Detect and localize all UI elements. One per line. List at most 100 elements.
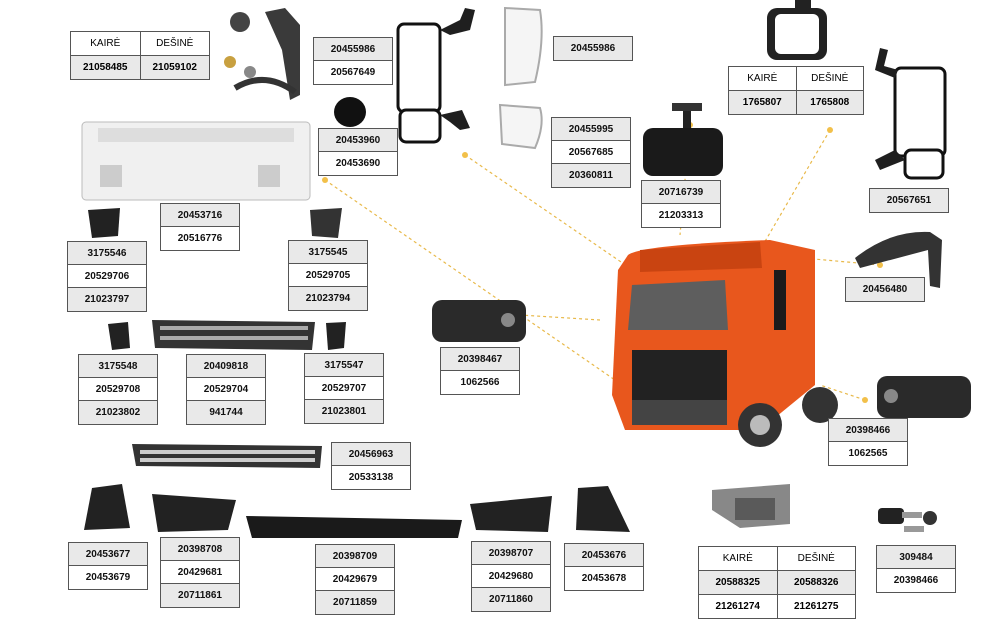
part-number: 20398709 — [316, 545, 394, 568]
part-number: 1765807 — [729, 91, 797, 114]
part-number: 21023802 — [79, 401, 157, 424]
lower-grille-icon — [132, 444, 322, 468]
label-box-p7: 20456480 — [845, 277, 925, 302]
part-number: 20398467 — [441, 348, 519, 371]
part-number: 3175545 — [289, 241, 367, 264]
truck-icon — [612, 240, 838, 447]
bumper-center-icon — [246, 516, 462, 538]
part-number: 20588326 — [794, 577, 839, 588]
header-left: KAIRĖ — [699, 547, 778, 570]
header-right: DEŠINĖ — [811, 73, 849, 84]
corner-cover-right-icon — [310, 208, 342, 238]
part-number: 20567685 — [552, 141, 630, 164]
door-lock-icon — [712, 484, 790, 528]
part-number: 20455986 — [554, 37, 632, 60]
part-number: 20453678 — [565, 567, 643, 590]
bumper-corner-right-icon — [576, 486, 630, 532]
part-number: 20456963 — [332, 443, 410, 466]
part-number: 21261274 — [699, 595, 778, 618]
door-handle-right-icon — [877, 376, 971, 418]
part-number: 941744 — [187, 401, 265, 424]
header-left: KAIRĖ — [729, 67, 797, 90]
corner-cover-left-icon — [88, 208, 120, 238]
part-number: 20453716 — [161, 204, 239, 227]
front-frame-icon — [81, 121, 311, 201]
part-number: 20453960 — [319, 129, 397, 152]
part-number: 20567649 — [314, 61, 392, 84]
part-number: 20529706 — [68, 265, 146, 288]
part-number: 20398466 — [877, 569, 955, 592]
bumper-end-left-icon — [152, 494, 236, 532]
lock-keys-icon — [878, 508, 937, 532]
visor-handle-icon — [855, 231, 942, 288]
part-number: 1765808 — [810, 97, 850, 108]
main-mirror-icon — [396, 8, 475, 144]
part-number: 21261275 — [794, 601, 839, 612]
part-number: 20398466 — [829, 419, 907, 442]
part-number: 20529708 — [79, 378, 157, 401]
small-cover-right-icon — [326, 322, 346, 350]
small-mirror-glass-icon — [498, 103, 543, 150]
part-number: 309484 — [877, 546, 955, 569]
small-cover-left-icon — [108, 322, 130, 350]
part-number: 20453676 — [565, 544, 643, 567]
part-number: 20398708 — [161, 538, 239, 561]
part-number: 21023801 — [305, 400, 383, 423]
right-mirror-icon — [875, 48, 947, 180]
part-number: 20456480 — [846, 278, 924, 301]
part-number: 20529707 — [305, 377, 383, 400]
part-number: 20716739 — [642, 181, 720, 204]
round-cover-icon — [334, 97, 366, 127]
grille-icon — [152, 320, 315, 350]
part-number: 20533138 — [332, 466, 410, 489]
part-number: 20453679 — [69, 566, 147, 589]
interior-mirror-icon — [643, 103, 723, 176]
part-number: 20398707 — [472, 542, 550, 565]
part-number: 21203313 — [642, 204, 720, 227]
bracket-part-icon — [224, 8, 300, 100]
part-number: 20409818 — [187, 355, 265, 378]
part-number: 3175546 — [68, 242, 146, 265]
part-number: 21023794 — [289, 287, 367, 310]
part-number: 20429679 — [316, 568, 394, 591]
part-number: 20360811 — [552, 164, 630, 187]
door-handle-left-icon — [432, 300, 526, 342]
side-table-top-right: KAIRĖ DEŠINĖ 1765807 1765808 — [728, 66, 864, 115]
part-number: 20588325 — [699, 571, 778, 594]
part-number: 20711859 — [316, 591, 394, 614]
part-number: 1062566 — [441, 371, 519, 394]
part-number: 20711861 — [161, 584, 239, 607]
part-number: 20567651 — [870, 189, 948, 212]
bumper-corner-left-icon — [84, 484, 130, 530]
part-number: 20455986 — [314, 38, 392, 61]
part-number: 20453690 — [319, 152, 397, 175]
part-number: 20516776 — [161, 227, 239, 250]
part-number: 20429681 — [161, 561, 239, 584]
part-number: 20529705 — [289, 264, 367, 287]
part-number: 3175547 — [305, 354, 383, 377]
part-number: 20711860 — [472, 588, 550, 611]
part-number: 20429680 — [472, 565, 550, 588]
